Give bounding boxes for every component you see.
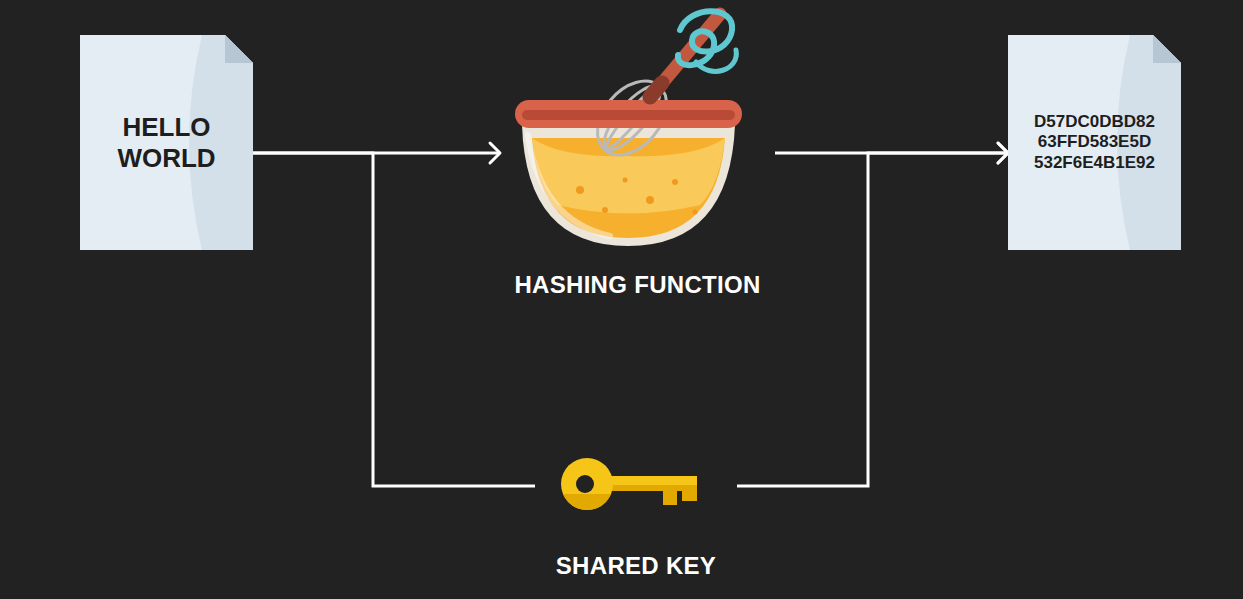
- connector-line: [737, 153, 1008, 486]
- node-label: HASHING FUNCTION: [514, 271, 760, 299]
- mixing-bowl-illustration: [500, 0, 775, 250]
- node-label: SHARED KEY: [556, 552, 716, 580]
- shared-key-node: SHARED KEY: [535, 448, 737, 590]
- connector-line: [253, 153, 535, 486]
- document-box: HELLO WORLD: [80, 35, 253, 250]
- hashing-function-node: HASHING FUNCTION: [500, 0, 775, 305]
- document-text: HELLO WORLD: [107, 112, 227, 173]
- document-text: D57DC0DBD82 63FFD583E5D 532F6E4B1E92: [1025, 112, 1165, 172]
- key-icon: [555, 452, 705, 517]
- document-box: D57DC0DBD82 63FFD583E5D 532F6E4B1E92: [1008, 35, 1181, 250]
